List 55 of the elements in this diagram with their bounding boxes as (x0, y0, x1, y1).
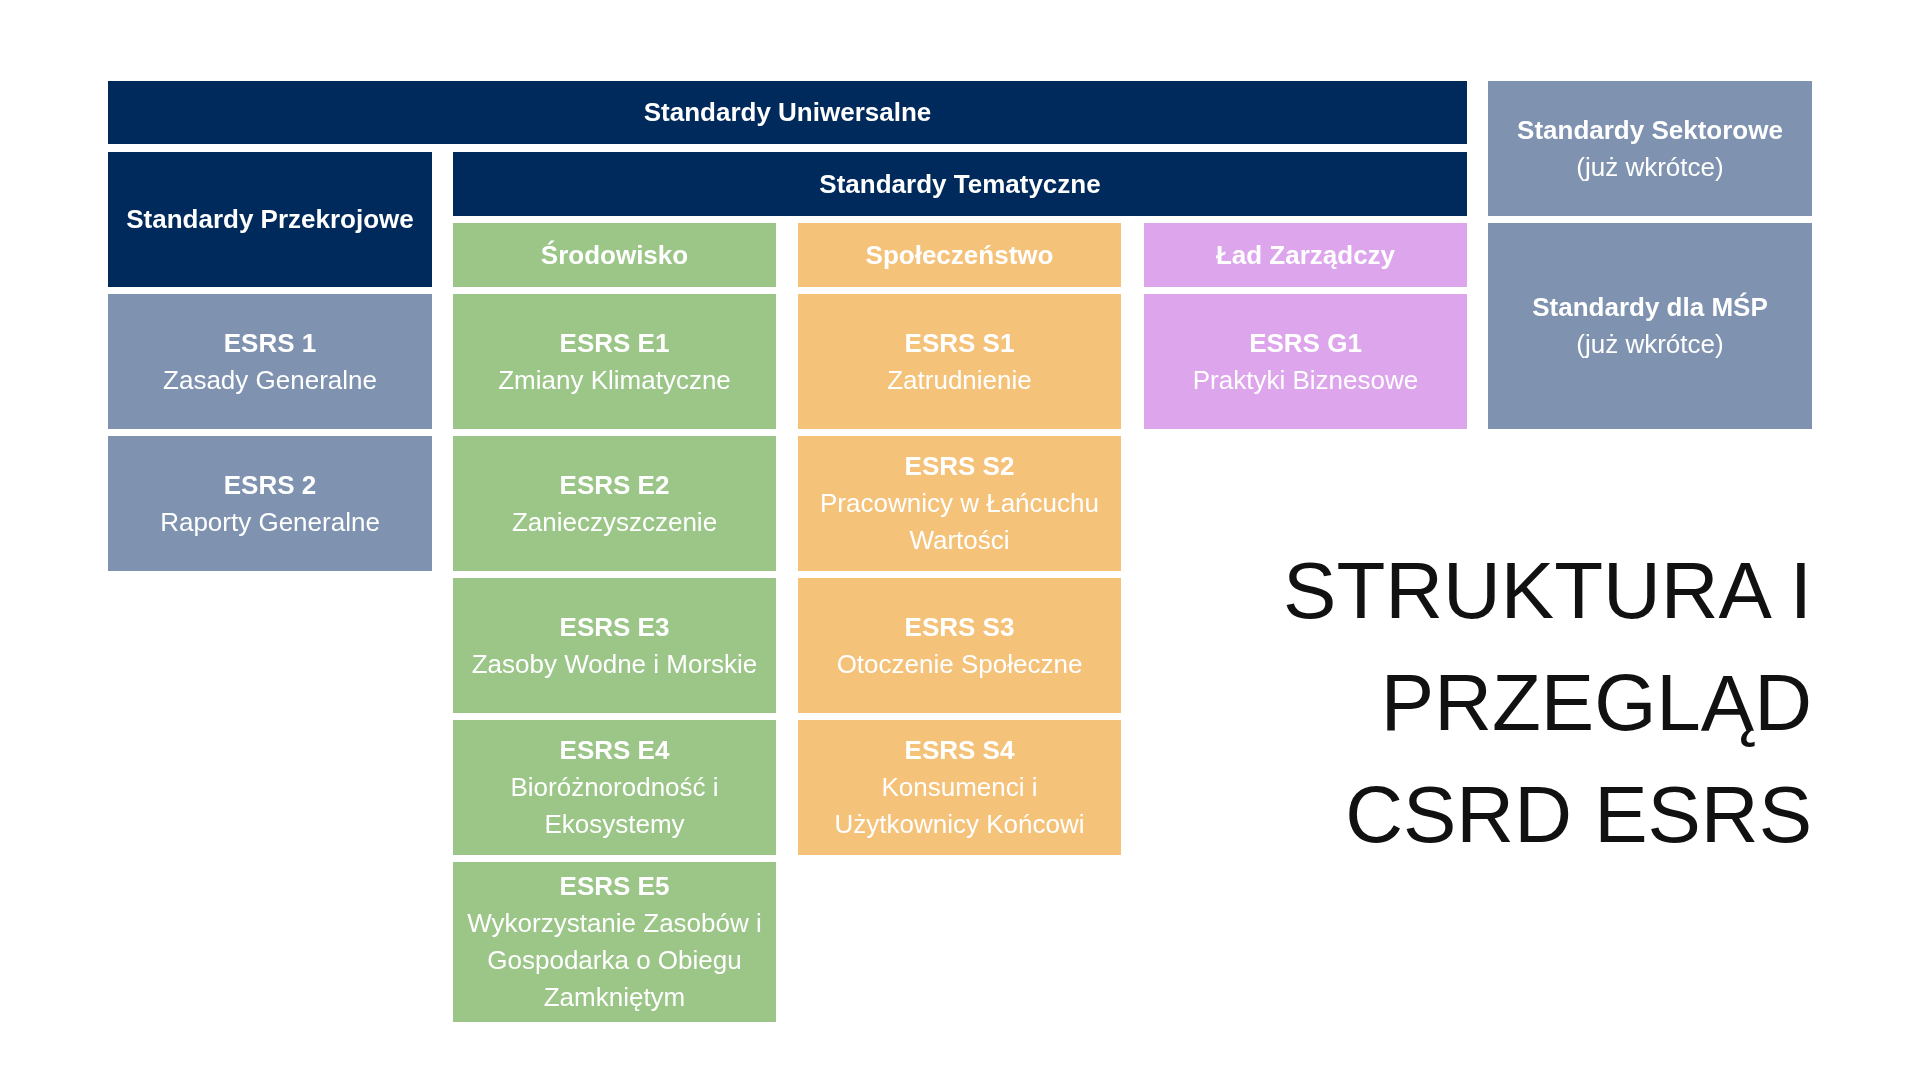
box-description: Zmiany Klimatyczne (498, 363, 731, 397)
box-heading: ESRS S4 (904, 734, 1015, 767)
category-box (1488, 223, 1812, 429)
box-heading: Ład Zarządczy (1215, 238, 1396, 272)
page-title: STRUKTURA I PRZEGLĄD CSRD ESRS (1282, 545, 1812, 861)
standard-box (453, 294, 776, 429)
box-description: (już wkrótce) (1576, 328, 1724, 361)
box-heading: ESRS S2 (904, 450, 1015, 483)
box-description: Bioróżnorodność i Ekosystemy (509, 771, 720, 841)
standard-box (453, 578, 776, 713)
box-heading: Standardy Uniwersalne (643, 96, 932, 129)
category-box (1488, 81, 1812, 216)
box-heading: ESRS S3 (904, 610, 1015, 644)
box-description: Praktyki Biznesowe (1192, 363, 1419, 397)
section-header (453, 152, 1467, 216)
category-box (108, 152, 432, 287)
standard-box (108, 294, 432, 429)
box-heading: ESRS E5 (559, 870, 670, 903)
box-heading: ESRS E1 (559, 326, 670, 360)
box-description: Konsumenci i Użytkownicy Końcowi (833, 771, 1086, 841)
box-heading: Standardy Przekrojowe (126, 203, 414, 236)
box-description: Zasoby Wodne i Morskie (471, 647, 758, 681)
standard-box (1144, 294, 1467, 429)
standard-box (453, 720, 776, 855)
box-heading: ESRS G1 (1249, 326, 1362, 360)
standard-box (453, 862, 776, 1022)
box-heading: Społeczeństwo (865, 238, 1054, 272)
standard-box (798, 578, 1121, 713)
box-heading: Standardy Tematyczne (819, 167, 1101, 201)
box-description: Wykorzystanie Zasobów i Gospodarka o Obiegu Zamkniętym (466, 907, 763, 1014)
box-heading: ESRS 2 (223, 468, 317, 502)
column-header (798, 223, 1121, 287)
box-heading: ESRS 1 (223, 326, 317, 360)
box-heading: ESRS E4 (559, 734, 670, 767)
box-heading: Standardy Sektorowe (1517, 113, 1783, 147)
standard-box (108, 436, 432, 571)
box-description: (już wkrótce) (1576, 150, 1724, 184)
standard-box (798, 720, 1121, 855)
column-header (453, 223, 776, 287)
box-heading: ESRS E3 (559, 610, 670, 644)
box-description: Zanieczyszczenie (511, 505, 718, 539)
box-description: Pracownicy w Łańcuchu Wartości (819, 487, 1100, 557)
standard-box (453, 436, 776, 571)
box-description: Zatrudnienie (887, 363, 1032, 397)
box-description: Zasady Generalne (163, 363, 377, 397)
box-heading: Środowisko (540, 238, 689, 272)
box-heading: ESRS E2 (559, 468, 670, 502)
standard-box (798, 294, 1121, 429)
box-description: Raporty Generalne (160, 505, 380, 539)
box-heading: ESRS S1 (904, 326, 1015, 360)
box-heading: Standardy dla MŚP (1532, 291, 1768, 324)
box-description: Otoczenie Społeczne (836, 647, 1083, 681)
section-header (108, 81, 1467, 144)
standard-box (798, 436, 1121, 571)
column-header (1144, 223, 1467, 287)
